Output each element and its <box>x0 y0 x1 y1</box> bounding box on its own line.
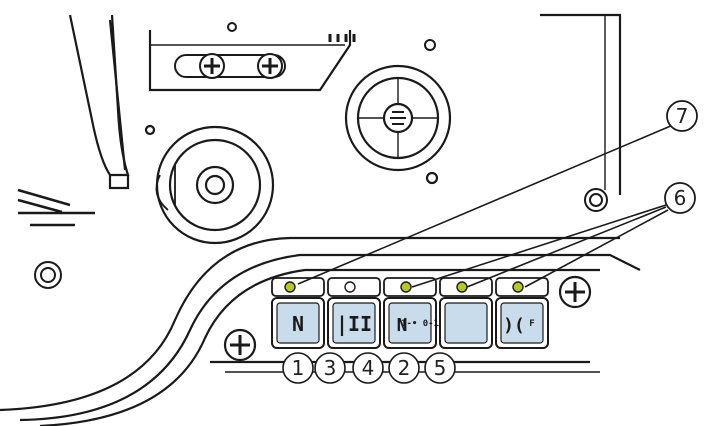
button-face <box>276 302 320 344</box>
callout-six-label: 6 <box>674 186 687 210</box>
button-face <box>444 302 488 344</box>
indicator-led-icon <box>456 281 468 293</box>
button-symbol: N <box>397 315 408 336</box>
panel-button-needle-updown[interactable]: N <box>271 277 325 349</box>
button-number-4: 4 <box>352 352 384 384</box>
button-number-5: 5 <box>424 352 456 384</box>
screw-panel-right <box>558 275 592 309</box>
bobbin-case <box>144 124 275 245</box>
button-number-1: 1 <box>282 352 314 384</box>
number-circle <box>282 352 314 384</box>
button-subsymbol: 1-• 0-1 <box>401 319 439 329</box>
panel-button-thread-trim[interactable]: )( F <box>495 277 549 349</box>
screw-right <box>584 188 608 212</box>
number-circle <box>388 352 420 384</box>
screw-left <box>34 261 62 289</box>
panel-button-reverse-feed[interactable]: |II <box>327 277 381 349</box>
number-circle <box>314 352 346 384</box>
button-face <box>332 302 376 344</box>
button-subsymbol: F <box>529 319 534 329</box>
led-housing <box>271 277 325 297</box>
button-face <box>388 302 432 344</box>
button-number-label: 2 <box>398 356 411 380</box>
indicator-led-icon <box>512 281 524 293</box>
callout-seven-label: 7 <box>676 104 689 128</box>
button-face <box>500 302 544 344</box>
button-symbol: N <box>292 312 304 336</box>
button-symbol: )( <box>503 315 525 336</box>
callout-six: 6 <box>411 182 696 288</box>
button-number-label: 5 <box>434 356 447 380</box>
top-slot-plate <box>174 22 436 79</box>
button-number-label: 1 <box>292 356 305 380</box>
callout-seven: 7 <box>297 100 698 285</box>
button-symbol: |II <box>336 312 372 336</box>
indicator-led-icon <box>400 281 412 293</box>
button-number-label: 4 <box>362 356 375 380</box>
panel-button-blank[interactable] <box>439 277 493 349</box>
panel-button-bartack[interactable]: N1-• 0-1 <box>383 277 439 349</box>
indicator-ring-icon <box>344 281 356 293</box>
button-number-3: 3 <box>314 352 346 384</box>
button-number-label: 3 <box>324 356 337 380</box>
indicator-led-icon <box>284 281 296 293</box>
number-circle <box>424 352 456 384</box>
button-number-2: 2 <box>388 352 420 384</box>
number-circle <box>352 352 384 384</box>
screw-panel-left <box>223 328 257 362</box>
tension-dial <box>344 64 452 185</box>
